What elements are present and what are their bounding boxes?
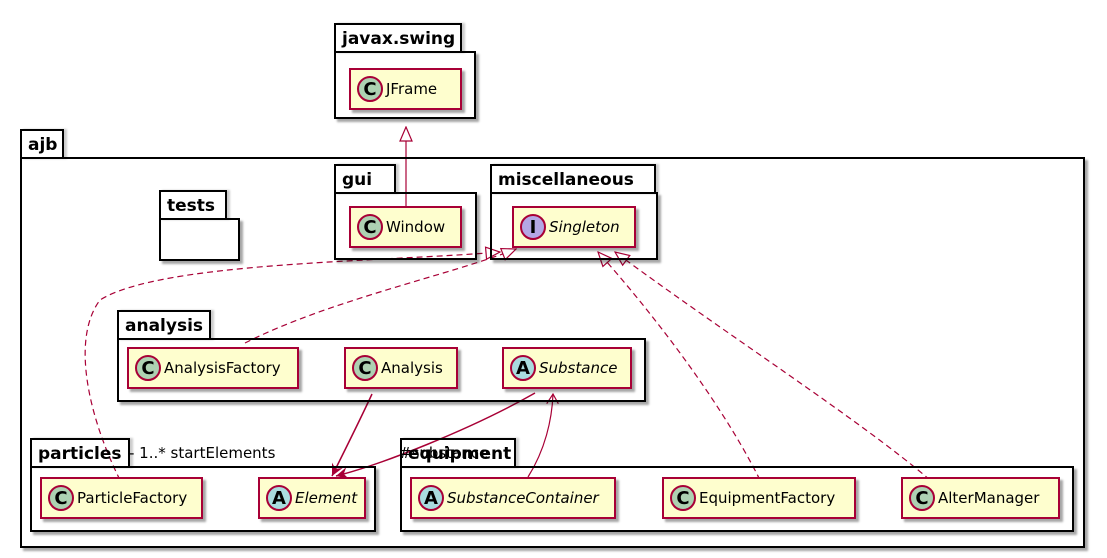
association-label-start-elements: - 1..* startElements [129, 444, 276, 462]
substance-to-element [335, 392, 536, 479]
class-altermanager[interactable]: C AlterManager [901, 477, 1060, 519]
package-tab-analysis: analysis [117, 310, 211, 340]
package-label-particles: particles [38, 444, 122, 464]
package-tab-gui: gui [334, 164, 396, 194]
class-stereotype-icon: C [48, 485, 74, 511]
class-name-analysis: Analysis [381, 359, 443, 377]
class-name-substancecontainer: SubstanceContainer [447, 489, 599, 507]
package-label-javax-swing: javax.swing [342, 29, 456, 49]
class-stereotype-icon: C [670, 485, 696, 511]
class-stereotype-icon: C [357, 214, 383, 240]
class-stereotype-icon: C [352, 355, 378, 381]
class-name-window: Window [386, 218, 446, 236]
package-equipment [400, 466, 1074, 532]
package-tests [159, 218, 240, 261]
class-equipmentfactory[interactable]: C EquipmentFactory [662, 477, 856, 519]
class-jframe[interactable]: C JFrame [349, 68, 462, 110]
interface-singleton[interactable]: I Singleton [512, 206, 636, 248]
class-stereotype-icon: C [909, 485, 935, 511]
package-label-equipment: equipment [408, 444, 512, 464]
package-javax-swing [334, 51, 476, 119]
abstract-stereotype-icon: A [418, 485, 444, 511]
package-analysis [117, 338, 646, 402]
package-label-miscellaneous: miscellaneous [498, 170, 634, 190]
package-tab-javax-swing: javax.swing [334, 23, 462, 53]
package-label-tests: tests [167, 196, 216, 216]
package-tab-ajb: ajb [20, 129, 64, 159]
equipmentfactory-implements-singleton [598, 252, 761, 481]
package-label-gui: gui [342, 170, 373, 190]
class-name-element: Element [295, 489, 358, 507]
package-tab-equipment: equipment [400, 438, 516, 468]
association-label-substance: #substance [399, 444, 489, 462]
package-tab-miscellaneous: miscellaneous [490, 164, 656, 194]
class-analysis[interactable]: C Analysis [344, 347, 458, 389]
class-analysisfactory[interactable]: C AnalysisFactory [127, 347, 299, 389]
package-particles [30, 466, 376, 532]
abstract-class-element[interactable]: A Element [258, 477, 366, 519]
package-miscellaneous [490, 192, 658, 260]
abstract-class-substancecontainer[interactable]: A SubstanceContainer [410, 477, 616, 519]
particlefactory-implements-singleton [84, 252, 500, 481]
altermanager-implements-singleton [615, 252, 931, 481]
class-name-equipmentfactory: EquipmentFactory [699, 489, 836, 507]
abstract-class-substance[interactable]: A Substance [502, 347, 632, 389]
package-tab-tests: tests [159, 190, 227, 220]
class-name-analysisfactory: AnalysisFactory [164, 359, 281, 377]
class-name-altermanager: AlterManager [938, 489, 1040, 507]
class-name-particlefactory: ParticleFactory [77, 489, 188, 507]
package-gui [334, 192, 477, 260]
package-label-ajb: ajb [28, 135, 58, 155]
interface-stereotype-icon: I [520, 214, 546, 240]
class-name-jframe: JFrame [386, 80, 438, 98]
abstract-stereotype-icon: A [510, 355, 536, 381]
package-tab-particles: particles [30, 438, 130, 468]
analysisfactory-implements-singleton [244, 249, 516, 344]
interface-name-singleton: Singleton [549, 218, 620, 236]
class-stereotype-icon: C [357, 76, 383, 102]
class-stereotype-icon: C [135, 355, 161, 381]
class-particlefactory[interactable]: C ParticleFactory [40, 477, 203, 519]
class-name-substance: Substance [539, 359, 618, 377]
package-ajb [20, 157, 1085, 548]
package-label-analysis: analysis [125, 316, 204, 336]
class-window[interactable]: C Window [349, 206, 462, 248]
abstract-stereotype-icon: A [266, 485, 292, 511]
